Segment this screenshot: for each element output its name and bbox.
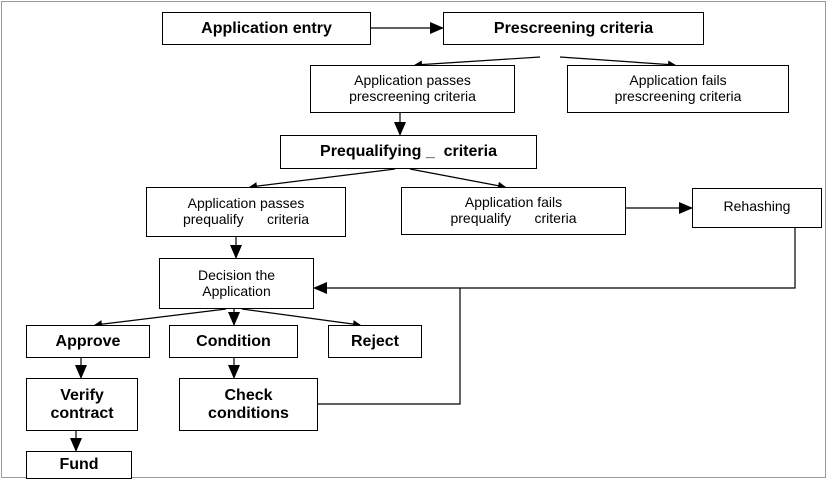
node-rehashing: Rehashing [692,188,822,228]
node-text: Application entry [201,19,332,37]
node-reject: Reject [328,325,422,358]
node-passes-prequalify: Application passes prequalify criteria [146,187,346,237]
node-decision: Decision the Application [159,258,314,309]
node-condition: Condition [169,325,298,358]
node-text: prescreening criteria [614,88,742,104]
node-check-conditions: Check conditions [179,378,318,431]
node-text: Application [202,282,271,299]
node-text: Reject [350,332,400,350]
node-text: Application fails [464,194,563,211]
edge-prescreening-to-fails [559,56,676,69]
node-approve: Approve [26,325,150,358]
node-text: prequalify criteria [182,211,310,227]
node-fails-prequalify: Application fails prequalify criteria [401,187,626,235]
node-text: prescreening criteria [349,88,476,104]
node-text: Prescreening criteria [493,19,654,37]
node-text: conditions [208,404,289,422]
node-text: Verify [60,386,104,404]
node-fund: Fund [26,451,132,479]
edge-decision-to-approve [94,308,227,329]
node-passes-prescreening: Application passes prescreening criteria [310,65,515,113]
node-fails-prescreening: Application fails prescreening criteria [567,65,789,113]
edge-prequalifying-to-passes [249,168,396,191]
node-text: Rehashing [723,198,791,214]
node-text: Prequalifying _ criteria [320,143,497,161]
node-text: Application passes [187,195,305,212]
edge-check-to-decision [318,288,461,405]
node-text: Fund [59,456,99,474]
node-text: Application passes [354,72,471,89]
node-text: Condition [196,332,271,350]
node-prequalifying-criteria: Prequalifying _ criteria [280,135,537,169]
edge-prequalifying-to-fails [409,168,506,190]
node-text: Approve [55,332,121,350]
node-text: Decision the [197,266,276,283]
node-text: Application fails [629,72,727,89]
edge-rehashing-to-decision [313,228,796,294]
node-text: prequalify criteria [450,210,577,226]
node-prescreening-criteria: Prescreening criteria [443,12,704,45]
node-application-entry: Application entry [162,12,371,45]
node-verify-contract: Verify contract [26,378,138,431]
node-text: Check [224,386,273,404]
edge-decision-to-reject [241,308,361,329]
node-text: contract [50,404,114,422]
edge-prescreening-to-passes [414,56,541,69]
